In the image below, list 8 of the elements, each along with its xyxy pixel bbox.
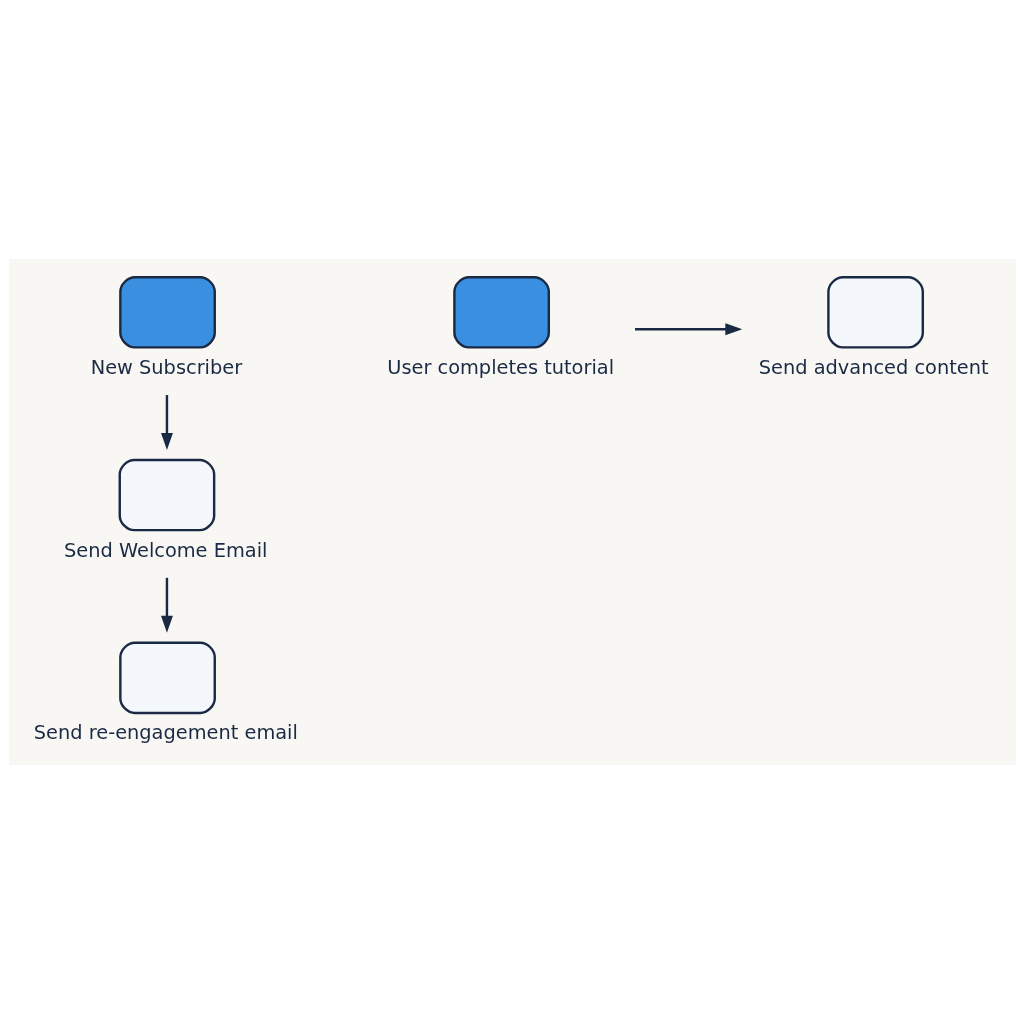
arrow bbox=[160, 577, 173, 633]
node-label: Send advanced content bbox=[758, 355, 989, 379]
arrow bbox=[634, 323, 742, 336]
node-label: User completes tutorial bbox=[386, 355, 614, 379]
arrow bbox=[160, 395, 173, 450]
node-label: New Subscriber bbox=[90, 355, 242, 379]
node-label: Send Welcome Email bbox=[63, 538, 267, 562]
node-label: Send re-engagement email bbox=[33, 721, 298, 745]
